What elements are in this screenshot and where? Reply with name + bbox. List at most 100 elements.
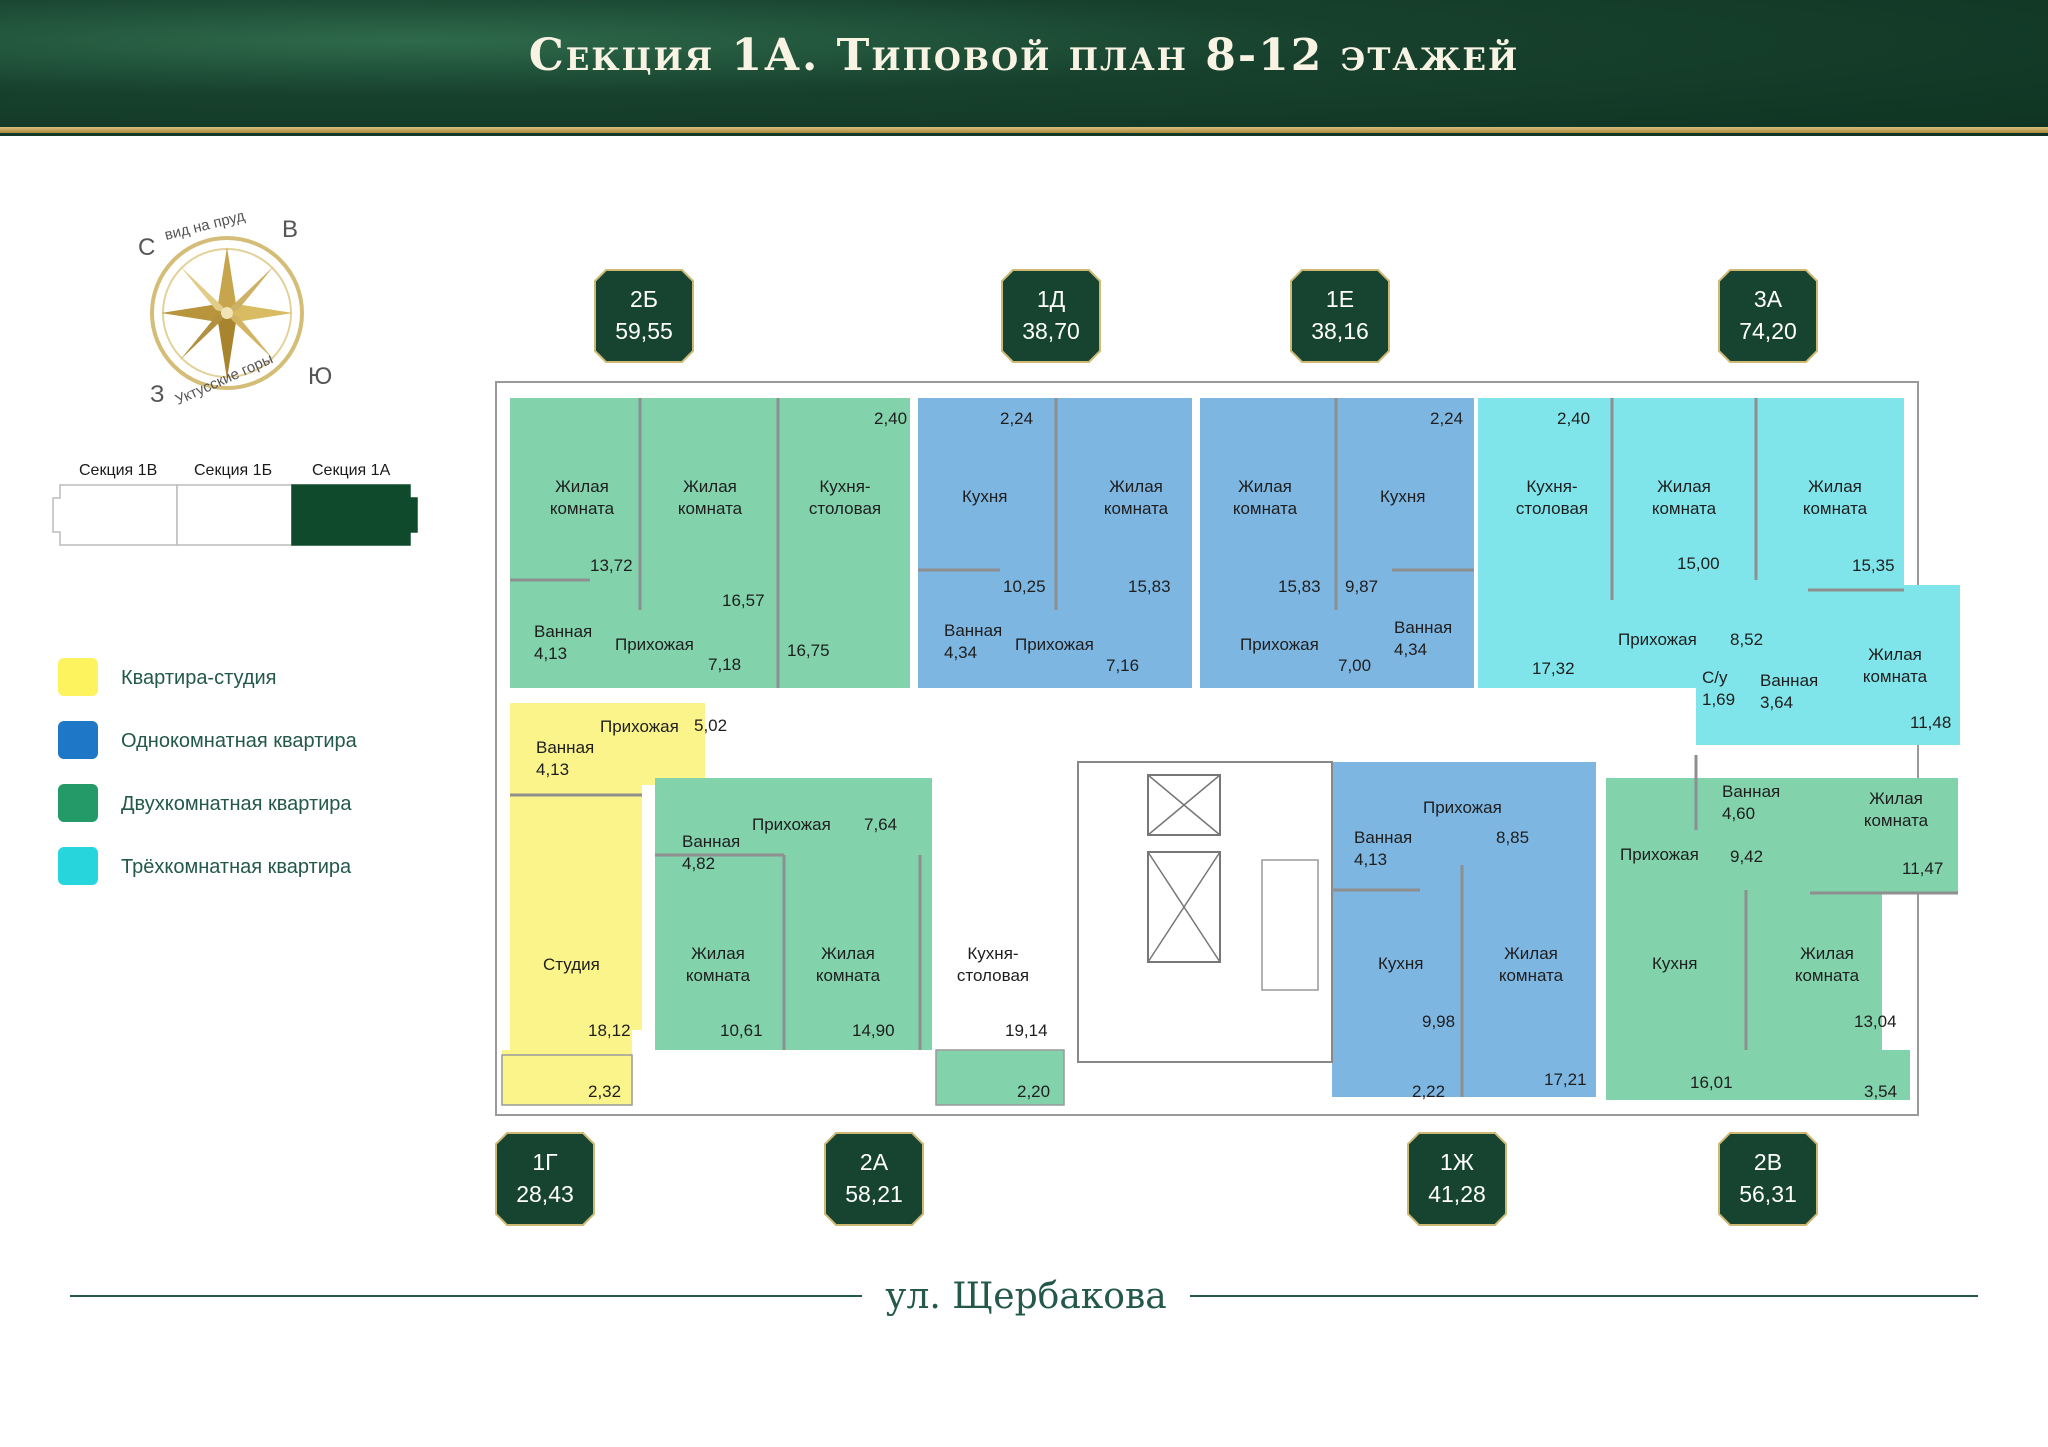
room-1d-balcony: 2,24 [1000, 409, 1033, 428]
section-1a-label: Секция 1А [312, 462, 391, 479]
badge-1d-code: 1Д [1037, 286, 1066, 312]
room-3a-living1-area: 15,00 [1677, 554, 1720, 573]
apartment-2v[interactable] [1606, 778, 1958, 1100]
room-2b-hall-area: 7,18 [708, 655, 741, 674]
room-1d-kitchen: Кухня [962, 487, 1008, 506]
room-2v-kitchen: Кухня [1652, 954, 1698, 973]
badge-1e-code: 1Е [1326, 286, 1354, 312]
stair-core [1077, 761, 1333, 1063]
room-1e-kitchen-area: 9,87 [1345, 577, 1378, 596]
room-1zh-hall-area: 8,85 [1496, 828, 1529, 847]
room-1d-hall-area: 7,16 [1106, 656, 1139, 675]
apartment-1g[interactable] [502, 703, 705, 1105]
room-3a-hall: Прихожая [1618, 630, 1697, 649]
apartment-2b[interactable] [510, 398, 910, 688]
elevator-shaft-1 [1147, 774, 1221, 836]
badge-1d-area: 38,70 [1022, 318, 1080, 344]
apartment-3a[interactable] [1478, 398, 1960, 745]
header-banner [0, 0, 2048, 136]
section-1b-button[interactable] [176, 484, 293, 546]
page-title: Секция 1А. Типовой план 8-12 этажей [528, 30, 1520, 81]
room-3a-living3-area: 11,48 [1910, 713, 1951, 732]
badge-1g-code: 1Г [532, 1149, 558, 1175]
badge-1e[interactable]: 1Е 38,16 [1290, 269, 1390, 363]
room-2a-balcony: 2,20 [1017, 1082, 1050, 1101]
badge-1zh-code: 1Ж [1440, 1149, 1474, 1175]
room-3a-balcony: 2,40 [1557, 409, 1590, 428]
room-3a-living2-area: 15,35 [1852, 556, 1895, 575]
section-1v-label: Секция 1В [79, 462, 157, 479]
room-1g-hall-area: 5,02 [694, 716, 727, 735]
badge-2b-area: 59,55 [615, 318, 673, 344]
room-3a-kitchen-area: 17,32 [1532, 659, 1575, 678]
legend-label-three-room: Трёхкомнатная квартира [121, 856, 352, 878]
balcony-2a [935, 1049, 1065, 1106]
section-1v-button[interactable] [52, 484, 178, 546]
room-2v-living2-area: 13,04 [1854, 1012, 1897, 1031]
compass-east: В [282, 216, 298, 243]
room-2a-kitchen: Кухня-столовая [957, 944, 1029, 985]
apartment-1zh[interactable] [1332, 762, 1596, 1097]
legend-swatch-two-room [58, 784, 98, 822]
room-1zh-living-area: 17,21 [1544, 1070, 1587, 1089]
badge-2a[interactable]: 2А 58,21 [824, 1132, 924, 1226]
room-1e-hall-area: 7,00 [1338, 656, 1371, 675]
interior-walls [510, 398, 1958, 1097]
room-1e-living-area: 15,83 [1278, 577, 1321, 596]
room-2b-balcony: 2,40 [874, 409, 907, 428]
legend-label-studio: Квартира-студия [121, 667, 277, 689]
badge-2v-area: 56,31 [1739, 1181, 1797, 1207]
badge-1zh-area: 41,28 [1428, 1181, 1486, 1207]
room-1d-hall: Прихожая [1015, 635, 1094, 654]
balcony-1g [501, 1054, 633, 1106]
room-2v-hall-area: 9,42 [1730, 847, 1763, 866]
room-2v-balcony: 3,54 [1864, 1082, 1897, 1101]
legend-swatch-studio [58, 658, 98, 696]
elevator-shaft-2 [1147, 851, 1221, 963]
legend-label-two-room: Двухкомнатная квартира [121, 793, 352, 815]
apartment-2a[interactable] [655, 778, 1064, 1105]
room-1e-balcony: 2,24 [1430, 409, 1463, 428]
room-2b-kitchen: Кухня-столовая [809, 477, 881, 518]
badge-1g-area: 28,43 [516, 1181, 574, 1207]
badge-1zh[interactable]: 1Ж 41,28 [1407, 1132, 1507, 1226]
room-2b-kitchen-area: 16,75 [787, 641, 830, 660]
room-2v-living1-area: 11,47 [1902, 859, 1943, 878]
room-2b-living2-area: 16,57 [722, 591, 765, 610]
badge-2v[interactable]: 2В 56,31 [1718, 1132, 1818, 1226]
room-1zh-kitchen: Кухня [1378, 954, 1424, 973]
header-stripe [0, 127, 2048, 133]
room-1g-hall: Прихожая [600, 717, 679, 736]
room-2v-kitchen-area: 16,01 [1690, 1073, 1733, 1092]
room-2b-living1-area: 13,72 [590, 556, 633, 575]
room-1zh-balcony: 2,22 [1412, 1082, 1445, 1101]
section-1b-label: Секция 1Б [194, 462, 272, 479]
badge-1g[interactable]: 1Г 28,43 [495, 1132, 595, 1226]
badge-1d[interactable]: 1Д 38,70 [1001, 269, 1101, 363]
room-2a-hall: Прихожая [752, 815, 831, 834]
badge-2a-area: 58,21 [845, 1181, 903, 1207]
compass-west: З [150, 381, 165, 408]
room-1g-studio: Студия [543, 955, 600, 974]
badge-3a[interactable]: 3А 74,20 [1718, 269, 1818, 363]
badge-2b[interactable]: 2Б 59,55 [594, 269, 694, 363]
room-2a-kitchen-area: 19,14 [1005, 1021, 1048, 1040]
section-1a-button[interactable] [291, 484, 418, 546]
staircase [1261, 859, 1319, 991]
street-name: ул. Щербакова [885, 1276, 1166, 1317]
